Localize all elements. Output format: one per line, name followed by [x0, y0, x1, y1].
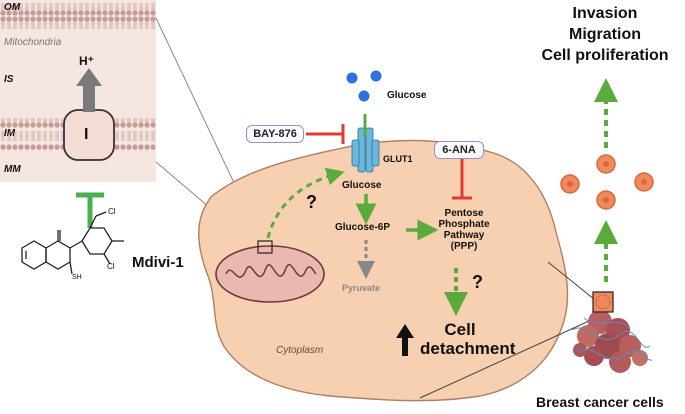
mdivi-inhibition-icon	[76, 192, 104, 228]
ppp-label: Pentose Phosphate Pathway (PPP)	[424, 208, 504, 252]
glut1-transporter-icon	[351, 127, 380, 173]
mito-to-glucose-arrow	[266, 167, 345, 239]
cell-body	[198, 139, 569, 402]
zoom-line-tumor-bottom	[419, 315, 601, 399]
sh-label: SH	[72, 274, 82, 281]
ana-label: 6-ANA	[434, 141, 484, 159]
zoom-line-tumor-top	[547, 261, 601, 305]
mitochondria-label: Mitochondria	[4, 37, 62, 48]
question-mark-mito: ?	[306, 192, 317, 212]
cancer-cell-icon	[560, 174, 580, 194]
ppp-line-2: Phosphate	[438, 219, 490, 230]
mitochondrion-icon	[215, 240, 325, 303]
is-label: IS	[4, 74, 14, 85]
mdivi-structure-icon	[21, 211, 124, 275]
ppp-line-3: Pathway	[443, 230, 485, 241]
mdivi-label: Mdivi-1	[132, 254, 184, 271]
glucose-dot	[346, 72, 358, 84]
bay876-inhibition-icon	[306, 124, 345, 144]
proton-label: H⁺	[79, 54, 94, 68]
outcome-invasion: Invasion	[572, 5, 638, 22]
outer-membrane-top-leaflet	[0, 0, 156, 16]
bay876-label: BAY-876	[246, 125, 304, 143]
pyruvate-label: Pyruvate	[342, 283, 381, 293]
outcome-proliferation: Cell proliferation	[541, 47, 669, 64]
tumor-cluster-icon	[571, 291, 653, 373]
cancer-cell-icon	[596, 154, 616, 174]
im-label: IM	[4, 128, 16, 139]
outcome-migration: Migration	[569, 26, 641, 43]
cell-detachment-label: Cell detachment	[420, 320, 516, 358]
cell-detachment-line-2: detachment	[420, 339, 516, 358]
glucose-inside-label: Glucose	[342, 180, 382, 191]
glucose-dot	[370, 70, 382, 82]
breast-cancer-label: Breast cancer cells	[536, 394, 664, 410]
outcomes-label: Invasion Migration Cell proliferation	[525, 3, 685, 66]
glucose6p-label: Glucose-6P	[335, 222, 391, 233]
glucose-outside-label: Glucose	[387, 90, 427, 101]
ana-inhibition-icon	[452, 158, 472, 200]
complex-i-label: I	[84, 126, 89, 143]
glucose-dot	[358, 90, 370, 102]
ppp-line-4: (PPP)	[450, 241, 478, 252]
cytoplasm-label: Cytoplasm	[276, 345, 324, 356]
cell-detachment-line-1: Cell	[444, 320, 476, 339]
glut1-label: GLUT1	[383, 154, 413, 164]
outer-membrane-bottom-leaflet	[0, 16, 156, 32]
ppp-line-1: Pentose	[444, 208, 484, 219]
question-mark-ppp: ?	[472, 272, 483, 292]
up-arrow-icon	[396, 324, 414, 356]
cancer-cell-icon	[596, 190, 616, 210]
proton-arrow-icon	[76, 68, 102, 112]
om-label: OM	[4, 2, 21, 13]
cl-label-top: Cl	[108, 207, 116, 216]
cl-label-bottom: Cl	[107, 262, 115, 271]
mm-label: MM	[4, 164, 21, 175]
cancer-cell-icon	[634, 172, 654, 192]
